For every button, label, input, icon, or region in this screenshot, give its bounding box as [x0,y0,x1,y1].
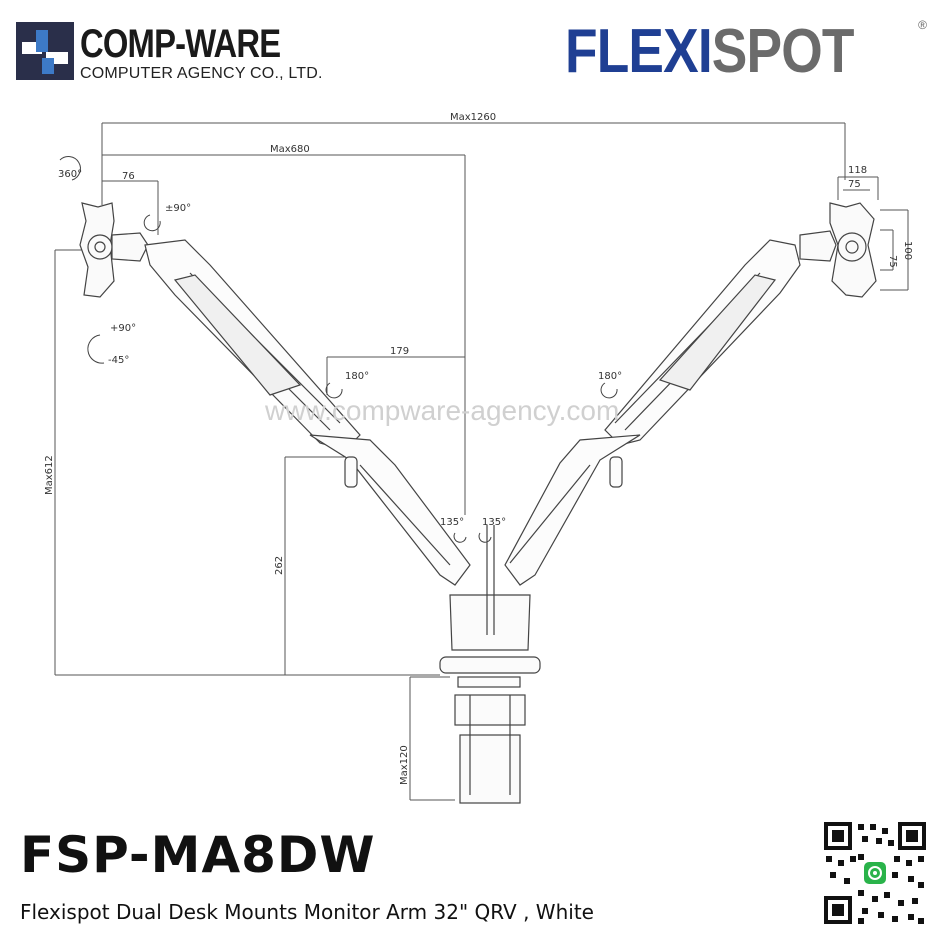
product-description: Flexispot Dual Desk Mounts Monitor Arm 3… [20,900,594,924]
dim-tilt-left: ±90° [165,203,191,214]
dim-arm-reach: Max680 [270,144,310,155]
dim-elbow-rotate-right: 180° [598,371,622,382]
dim-clamp-height: Max120 [399,745,410,785]
dim-rotate: 360° [58,169,82,180]
dim-elbow-span: 179 [390,346,409,357]
right-vesa-plate [799,202,877,298]
compware-name: COMP-WARE [80,22,281,66]
technical-drawing: Max1260 Max680 76 ±90° 360° 179 180° 180… [44,112,913,804]
dim-mount-offset: 76 [122,171,135,182]
qr-code-icon[interactable] [822,820,928,926]
product-model: FSP-MA8DW [20,826,376,884]
watermark: www.compware-agency.com [264,395,619,426]
left-vesa-plate [79,202,149,298]
dim-base-rotate-left: 135° [440,517,464,528]
dim-vesa-width-outer: 118 [848,165,867,176]
flexispot-logo: FLEXISPOT ® [565,16,935,86]
dim-vesa-height-outer: 100 [902,241,913,260]
compware-logo: COMP-WARE COMPUTER AGENCY CO., LTD. [16,22,326,86]
right-arm [504,239,801,586]
flexispot-name-part1: FLEXI [565,17,713,86]
dim-overall-width: Max1260 [450,112,496,123]
left-arm [144,239,471,586]
registered-mark: ® [918,18,927,32]
compware-logo-icon [16,22,74,80]
dim-overall-height: Max612 [44,455,55,495]
dim-tilt-up: +90° [110,323,136,334]
dim-tilt-down: -45° [108,355,129,366]
dim-vesa-width-inner: 75 [848,179,861,190]
dim-base-rotate-right: 135° [482,517,506,528]
dim-vesa-height-inner: 75 [887,255,898,268]
dim-pole-height: 262 [274,556,285,575]
pole-base [439,525,541,804]
flexispot-name-part2: SPOT [711,17,855,86]
compware-subtitle: COMPUTER AGENCY CO., LTD. [80,65,323,82]
dim-elbow-rotate-left: 180° [345,371,369,382]
